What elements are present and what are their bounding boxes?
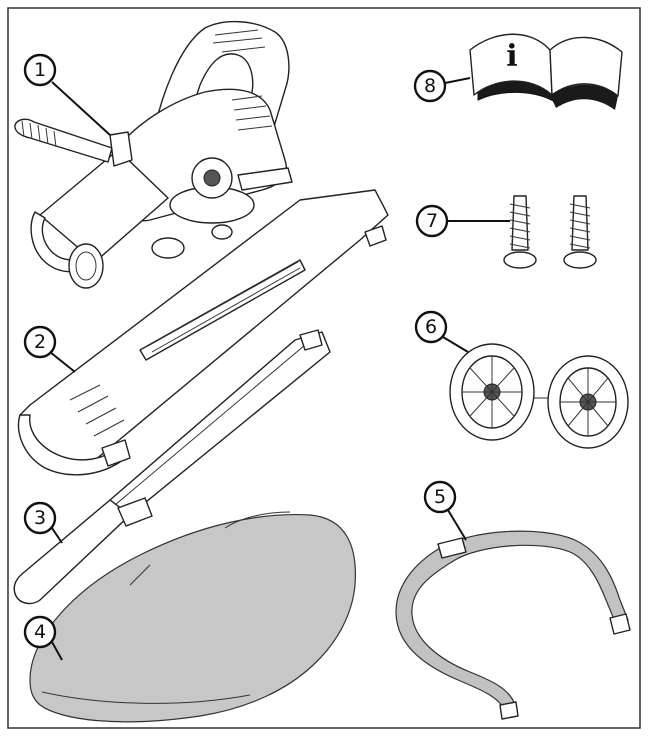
callout-8-label: 8 <box>424 75 436 97</box>
callout-3: 3 <box>23 501 63 544</box>
callout-7: 7 <box>415 204 510 238</box>
callout-4-label: 4 <box>34 621 46 643</box>
part-blow-tube-upper <box>17 189 389 476</box>
callout-5: 5 <box>423 480 467 541</box>
part-screws <box>503 195 597 269</box>
callout-6: 6 <box>414 310 469 353</box>
callout-1: 1 <box>23 53 111 136</box>
callout-3-label: 3 <box>34 507 46 529</box>
part-shoulder-strap <box>395 530 631 720</box>
callout-2-label: 2 <box>34 331 46 353</box>
part-blow-tube-lower <box>13 329 331 605</box>
callout-4: 4 <box>23 615 63 661</box>
part-manual: i <box>469 33 623 110</box>
callout-7-label: 7 <box>426 210 438 232</box>
callout-6-label: 6 <box>425 316 437 338</box>
callout-8: 8 <box>413 69 471 103</box>
part-blower-body <box>14 20 293 289</box>
part-collection-bag <box>29 511 357 723</box>
callout-5-label: 5 <box>434 486 446 508</box>
part-wheels <box>449 343 629 449</box>
manual-info-letter: i <box>506 39 517 74</box>
frame-border <box>7 7 641 729</box>
callout-2: 2 <box>23 325 76 373</box>
callout-1-label: 1 <box>34 59 46 81</box>
